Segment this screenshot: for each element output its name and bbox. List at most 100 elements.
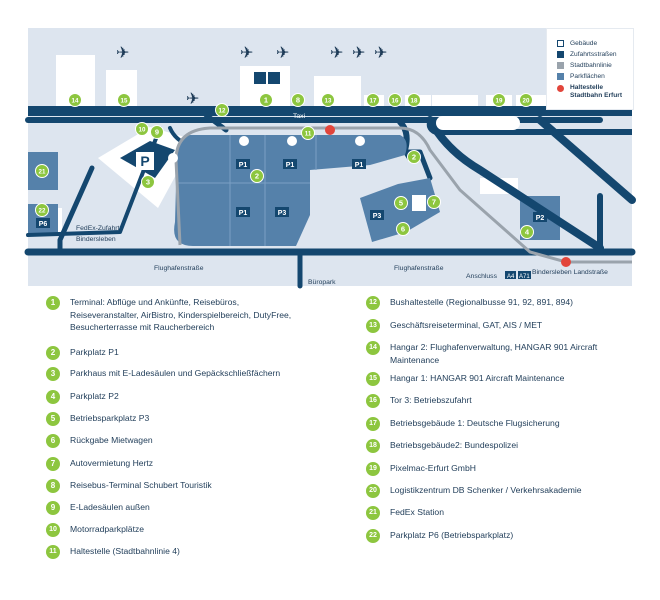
map-marker-3: 3 [141,175,155,189]
svg-text:12: 12 [219,108,226,115]
svg-text:1: 1 [264,96,268,105]
map-marker-20: 20 [519,93,533,107]
map-marker-7: 7 [427,195,441,209]
svg-text:9: 9 [155,128,159,137]
key-station-label: Haltestelle Stadtbahn Erfurt [570,84,622,100]
map-marker-19: 19 [492,93,506,107]
map-marker-2: 2 [250,169,264,183]
map-marker-10: 10 [135,122,149,136]
street-label-left: Flughafenstraße [154,265,204,272]
rail-swatch [557,62,564,69]
legend-text: Betriebsparkplatz P3 [70,413,150,423]
legend-text: E-Ladesäulen außen [70,502,150,512]
key-buildings-label: Gebäude [570,39,598,47]
svg-text:20: 20 [523,98,530,105]
key-parking-label: Parkflächen [570,72,605,80]
legend-text: Parkplatz P1 [70,347,119,357]
p1-label: P1 [355,162,364,169]
legend-text: Pixelmac-Erfurt GmbH [390,463,476,473]
svg-text:2: 2 [412,153,416,162]
parking-p3-area [360,178,440,242]
svg-text:14: 14 [72,98,79,105]
legend-text: Reisebus-Terminal Schubert Touristik [70,480,212,490]
legend-text: Parkhaus mit E-Ladesäulen und Gepäckschl… [70,368,281,378]
wheelchair-icon [239,136,249,146]
parking-labels: P1 P1 P1 P1 P3 P3 P2 P6 [36,159,547,228]
legend-text: Haltestelle (Stadtbahnlinie 4) [70,546,180,556]
parkhaus-sign [136,152,154,170]
legend-text: Parkplatz P2 [70,391,119,401]
key-roads: Zufahrtsstraßen [557,49,633,60]
taxi-label: Taxi [293,113,306,120]
station-marker [561,257,571,267]
map-marker-13: 13 [321,93,335,107]
map-marker-18: 18 [407,93,421,107]
legend-text: Parkplatz P6 (Betriebsparkplatz) [390,530,514,540]
plane-icon: ✈ [330,43,343,62]
legend-number-badge: 1 [46,296,60,310]
key-station-line1: Haltestelle [570,84,603,91]
map-marker-15: 15 [117,93,131,107]
svg-text:10: 10 [139,127,146,134]
map-marker-17: 17 [366,93,380,107]
wheelchair-icon [287,136,297,146]
legend-item: 18 Betriebsgebäude2: Bundespolizei [366,439,622,453]
office-block [436,116,520,130]
plane-icon: ✈ [240,43,253,62]
plane-icon: ✈ [374,43,387,62]
legend-number-badge: 7 [46,457,60,471]
airport-map: ✈ ✈ ✈ ✈ ✈ ✈ ✈ P1 P1 P1 P1 P3 P3 P2 P6 P [24,28,636,289]
svg-text:21: 21 [39,169,46,176]
legend-text: Betriebsgebäude 1: Deutsche Flugsicherun… [390,418,560,428]
legend-item: 2 Parkplatz P1 [46,346,302,360]
key-rail-label: Stadtbahnlinie [570,61,612,69]
legend-text: Motorradparkplätze [70,524,145,534]
key-station: Haltestelle Stadtbahn Erfurt [557,82,633,102]
svg-text:6: 6 [401,225,405,234]
map-marker-21: 21 [35,164,49,178]
legend-number-badge: 2 [46,346,60,360]
bueropark-label: Büropark [308,279,336,286]
map-key: Gebäude Zufahrtsstraßen Stadtbahnlinie P… [546,28,634,110]
wheelchair-icon [355,136,365,146]
station-marker [325,125,335,135]
map-marker-16: 16 [388,93,402,107]
p1-label: P1 [239,162,248,169]
legend-number-badge: 18 [366,439,380,453]
key-rail: Stadtbahnlinie [557,60,633,71]
legend-item: 17 Betriebsgebäude 1: Deutsche Flugsicher… [366,417,622,431]
svg-text:3: 3 [146,178,150,187]
map-marker-4: 4 [520,225,534,239]
legend-text: Hangar 2: Flughafenverwaltung, HANGAR 90… [390,342,598,365]
map-marker-9: 9 [150,125,164,139]
a71-label: A71 [519,274,530,280]
plane-icon: ✈ [276,43,289,62]
fedex-access-label: FedEx-Zufahrt [76,225,120,232]
legend-number-badge: 6 [46,434,60,448]
map-marker-6: 6 [396,222,410,236]
legend-text: Betriebsgebäude2: Bundespolizei [390,440,519,450]
legend-number-badge: 12 [366,296,380,310]
key-buildings: Gebäude [557,38,633,49]
svg-text:5: 5 [399,199,403,208]
parking-p1-area [174,135,407,246]
svg-text:15: 15 [121,98,128,105]
plane-icon: ✈ [352,43,365,62]
legend-number-badge: 10 [46,523,60,537]
p2-label: P2 [536,215,545,222]
hertz-building [412,195,426,211]
p3-label: P3 [278,210,287,217]
departure-icon [254,72,266,84]
p3-label: P3 [373,213,382,220]
legend-text: Bushaltestelle (Regionalbusse 91, 92, 89… [390,297,573,307]
legend-number-badge: 17 [366,417,380,431]
